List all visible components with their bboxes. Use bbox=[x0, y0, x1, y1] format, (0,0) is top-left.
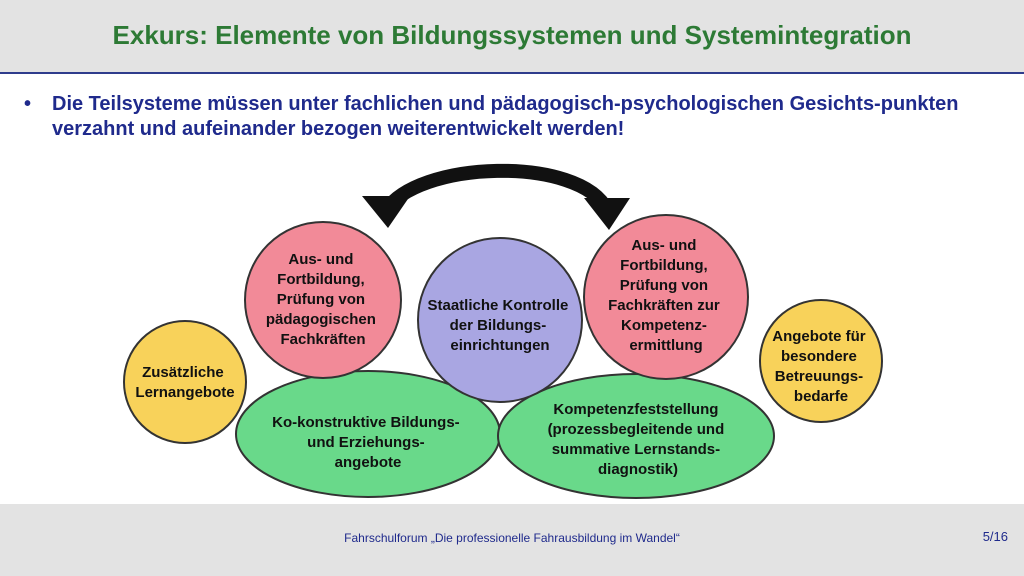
node-right-pink bbox=[583, 214, 749, 380]
label-line: (prozessbegleitende und bbox=[548, 421, 725, 438]
label-line: Fortbildung, bbox=[277, 271, 364, 288]
slide-title: Exkurs: Elemente von Bildungssystemen un… bbox=[112, 20, 912, 50]
label-right-green: Kompetenzfeststellung (prozessbegleitend… bbox=[548, 401, 729, 478]
node-center bbox=[417, 237, 583, 403]
label-line: Kompetenz- bbox=[621, 317, 707, 334]
label-line: Aus- und bbox=[288, 251, 353, 268]
header-bar bbox=[0, 0, 1024, 74]
label-line: Zusätzliche bbox=[142, 364, 224, 381]
label-line: Betreuungs- bbox=[775, 368, 863, 385]
label-line: Fachkräften zur bbox=[608, 297, 720, 314]
label-line: Staatliche Kontrolle bbox=[427, 297, 568, 314]
node-left-pink bbox=[244, 221, 402, 379]
label-line: Aus- und bbox=[631, 237, 696, 254]
label-center: Staatliche Kontrolle der Bildungs- einri… bbox=[427, 297, 572, 354]
label-line: bedarfe bbox=[794, 388, 848, 405]
label-right-pink: Aus- und Fortbildung, Prüfung von Fachkr… bbox=[608, 237, 724, 354]
bullet-icon: • bbox=[24, 93, 32, 115]
label-line: Ko-konstruktive Bildungs- bbox=[272, 414, 460, 431]
label-line: Kompetenzfeststellung bbox=[553, 401, 718, 418]
label-line: summative Lernstands- bbox=[552, 441, 720, 458]
curved-arrow-icon bbox=[362, 163, 630, 230]
page-number: 5/16 bbox=[982, 529, 1008, 544]
label-line: Prüfung von bbox=[277, 291, 365, 308]
label-line: diagnostik) bbox=[598, 461, 678, 478]
node-right-yellow bbox=[759, 299, 883, 423]
node-left-yellow bbox=[123, 320, 247, 444]
label-line: Angebote für bbox=[772, 328, 865, 345]
label-left-yellow: Zusätzliche Lernangebote bbox=[135, 364, 234, 401]
label-left-green: Ko-konstruktive Bildungs- und Erziehungs… bbox=[272, 414, 464, 471]
label-line: und Erziehungs- bbox=[307, 434, 425, 451]
bullet-point: • Die Teilsysteme müssen unter fachliche… bbox=[24, 92, 1009, 142]
label-left-pink: Aus- und Fortbildung, Prüfung von pädago… bbox=[266, 251, 380, 348]
footer-bar bbox=[0, 504, 1024, 576]
label-line: Fortbildung, bbox=[620, 257, 707, 274]
label-line: der Bildungs- bbox=[450, 317, 547, 334]
label-line: Fachkräften bbox=[280, 331, 365, 348]
label-line: Prüfung von bbox=[620, 277, 708, 294]
label-line: angebote bbox=[335, 454, 402, 471]
label-line: besondere bbox=[781, 348, 857, 365]
bullet-text: Die Teilsysteme müssen unter fachlichen … bbox=[52, 93, 959, 140]
label-right-yellow: Angebote für besondere Betreuungs- bedar… bbox=[772, 328, 870, 405]
label-line: Lernangebote bbox=[135, 384, 234, 401]
footer-text: Fahrschulforum „Die professionelle Fahra… bbox=[344, 531, 680, 545]
label-line: einrichtungen bbox=[450, 337, 549, 354]
label-line: ermittlung bbox=[629, 337, 702, 354]
label-line: pädagogischen bbox=[266, 311, 376, 328]
